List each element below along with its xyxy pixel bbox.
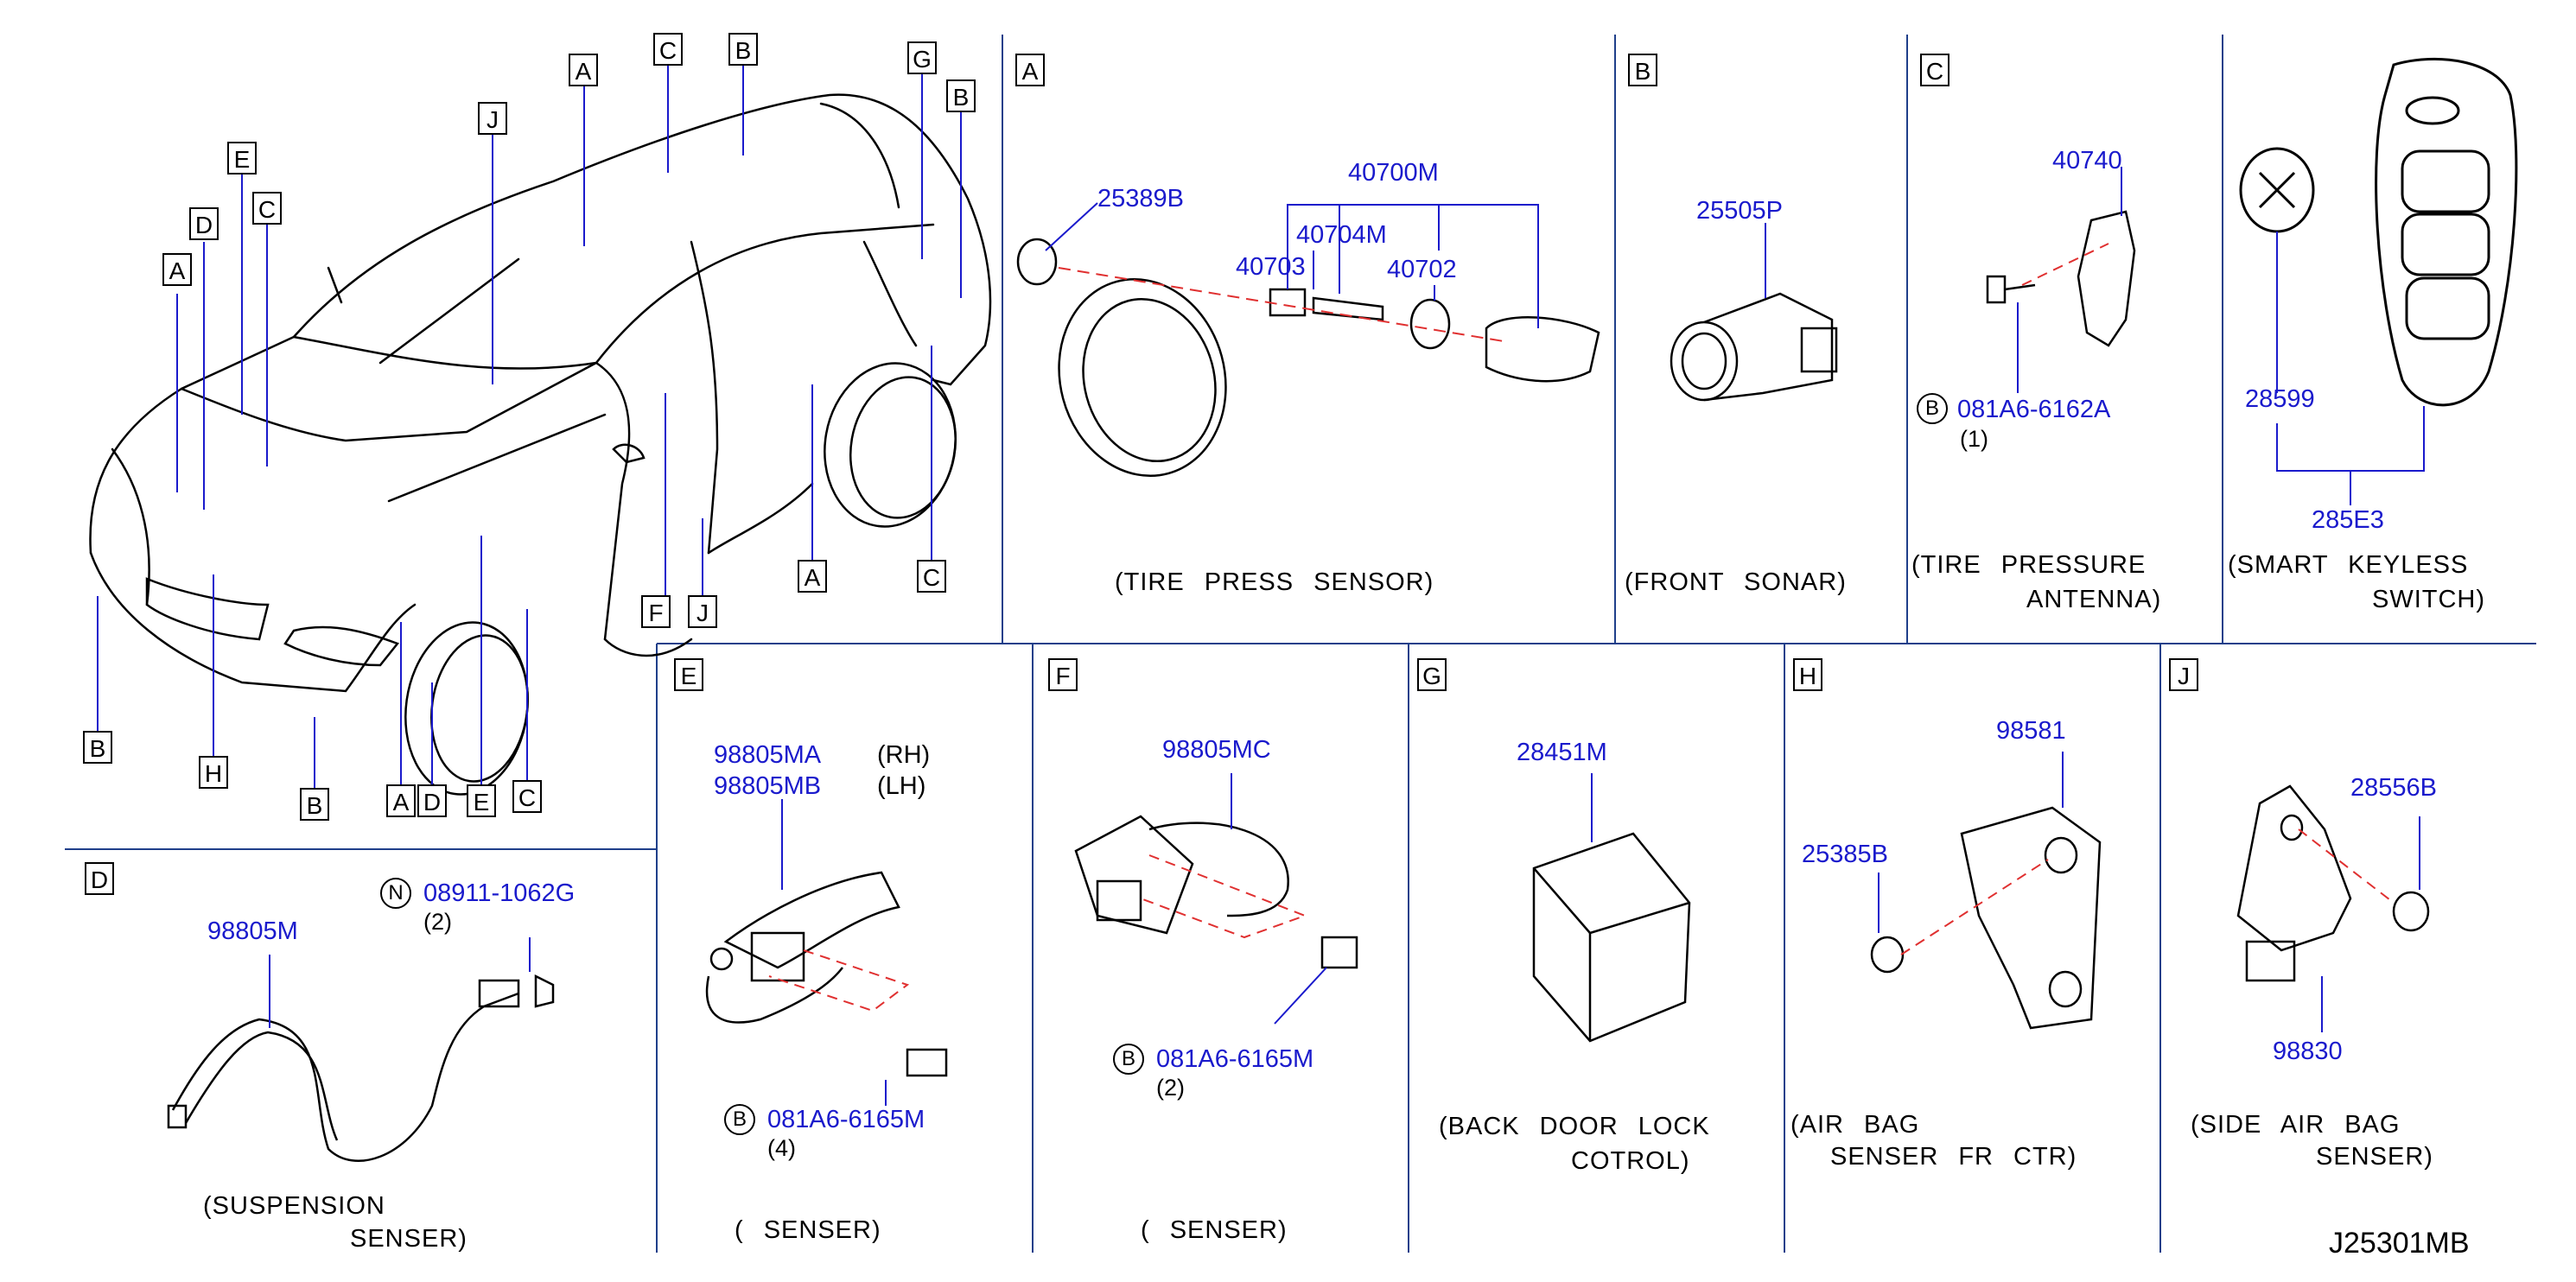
- fastener-mark: B: [1917, 393, 1948, 424]
- panel-caption: (FRONT SONAR): [1625, 568, 1847, 596]
- part-number[interactable]: 25385B: [1802, 841, 1888, 868]
- fastener-mark: B: [724, 1104, 755, 1135]
- callout-a: A: [798, 560, 827, 593]
- part-number[interactable]: 08911-1062G: [423, 879, 576, 907]
- fastener-mark: N: [380, 878, 411, 909]
- part-number[interactable]: 98830: [2273, 1038, 2343, 1065]
- callout-c: C: [512, 780, 542, 813]
- part-number[interactable]: 98805MC: [1162, 736, 1271, 764]
- quantity: (2): [423, 909, 452, 935]
- part-number[interactable]: 98805MB: [714, 772, 822, 800]
- panel-caption: (BACK DOOR LOCK: [1439, 1113, 1710, 1140]
- panel-tag-g: G: [1417, 658, 1447, 691]
- part-number[interactable]: 28556B: [2350, 774, 2437, 802]
- part-number[interactable]: 40702: [1387, 256, 1457, 283]
- part-number[interactable]: 285E3: [2312, 506, 2384, 534]
- panel-caption: SENSER FR CTR): [1830, 1143, 2077, 1171]
- quantity: (4): [767, 1135, 796, 1161]
- panel-caption: COTROL): [1571, 1147, 1690, 1175]
- part-number[interactable]: 40704M: [1296, 221, 1387, 249]
- panel-tag-c: C: [1920, 54, 1949, 86]
- callout-e: E: [467, 784, 496, 817]
- panel-caption: ANTENNA): [2026, 586, 2162, 613]
- panel-caption: (SIDE AIR BAG: [2191, 1111, 2401, 1139]
- height-sensor-f-art: [1074, 815, 1358, 969]
- side-label: (LH): [877, 772, 926, 800]
- antenna-art: [1986, 210, 2136, 347]
- callout-b: B: [300, 788, 329, 821]
- callout-c: C: [917, 560, 946, 593]
- car-illustration: [89, 93, 992, 796]
- panel-tag-b: B: [1628, 54, 1657, 86]
- part-number[interactable]: 98805MA: [714, 741, 822, 769]
- quantity: (2): [1156, 1075, 1185, 1101]
- part-number[interactable]: 28451M: [1517, 739, 1607, 766]
- suspension-sensor-art: [167, 974, 555, 1162]
- panel-caption: SENSER): [350, 1225, 467, 1253]
- panel-tag-f: F: [1048, 658, 1078, 691]
- part-number[interactable]: 081A6-6165M: [767, 1106, 925, 1133]
- callout-b: B: [83, 731, 112, 764]
- diagram-code: J25301MB: [2329, 1227, 2470, 1260]
- side-airbag-sensor-art: [2236, 784, 2430, 982]
- fastener-mark: B: [1113, 1044, 1144, 1075]
- panel-caption: (SMART KEYLESS: [2228, 551, 2469, 579]
- car-leaders: [97, 65, 962, 790]
- callout-a: A: [569, 54, 598, 86]
- part-number[interactable]: 081A6-6165M: [1156, 1045, 1314, 1073]
- panel-caption: (AIR BAG: [1790, 1111, 1920, 1139]
- callout-e: E: [227, 142, 257, 175]
- side-label: (RH): [877, 741, 931, 769]
- part-number[interactable]: 40740: [2052, 147, 2122, 175]
- part-number[interactable]: 40703: [1236, 253, 1306, 281]
- callout-g: G: [907, 41, 937, 74]
- tire-sensor-leaders: [1045, 202, 1539, 328]
- panel-caption: ( SENSER): [735, 1216, 881, 1244]
- callout-d: D: [189, 207, 219, 240]
- panel-caption: SWITCH): [2372, 586, 2486, 613]
- callout-h: H: [199, 756, 228, 789]
- callout-j: J: [688, 595, 717, 628]
- panel-tag-d: D: [85, 862, 114, 895]
- panel-tag-a: A: [1015, 54, 1045, 86]
- part-number[interactable]: 28599: [2245, 385, 2315, 413]
- panel-caption: (TIRE PRESS SENSOR): [1115, 568, 1434, 596]
- callout-b: B: [946, 79, 976, 112]
- smart-key-art: [2239, 57, 2518, 407]
- sonar-art: [1670, 292, 1838, 402]
- part-number[interactable]: 081A6-6162A: [1957, 396, 2111, 423]
- quantity: (1): [1960, 426, 1988, 452]
- callout-f: F: [641, 595, 671, 628]
- airbag-center-sensor-art: [1870, 806, 2102, 1030]
- height-sensor-e-art: [705, 871, 948, 1077]
- panel-dividers: [65, 35, 2536, 1253]
- panel-tag-j: J: [2169, 658, 2198, 691]
- panel-tag-e: E: [674, 658, 703, 691]
- part-number[interactable]: 25389B: [1097, 185, 1184, 213]
- part-number[interactable]: 98581: [1996, 717, 2066, 745]
- part-number[interactable]: 40700M: [1348, 159, 1439, 187]
- callout-a: A: [386, 784, 416, 817]
- panel-caption: ( SENSER): [1141, 1216, 1288, 1244]
- panel-caption: (TIRE PRESSURE: [1911, 551, 2147, 579]
- tire-sensor-art: [1016, 238, 1600, 478]
- panel-caption: SENSER): [2316, 1143, 2433, 1171]
- part-number[interactable]: 98805M: [207, 917, 298, 945]
- callout-c: C: [252, 192, 282, 225]
- back-door-unit-art: [1532, 832, 1691, 1043]
- callout-c: C: [653, 33, 683, 66]
- panel-caption: (SUSPENSION: [203, 1192, 385, 1220]
- part-number[interactable]: 25505P: [1696, 197, 1783, 225]
- panel-tag-h: H: [1793, 658, 1822, 691]
- callout-d: D: [417, 784, 447, 817]
- callout-b: B: [728, 33, 758, 66]
- callout-j: J: [478, 102, 507, 135]
- callout-a: A: [162, 253, 192, 286]
